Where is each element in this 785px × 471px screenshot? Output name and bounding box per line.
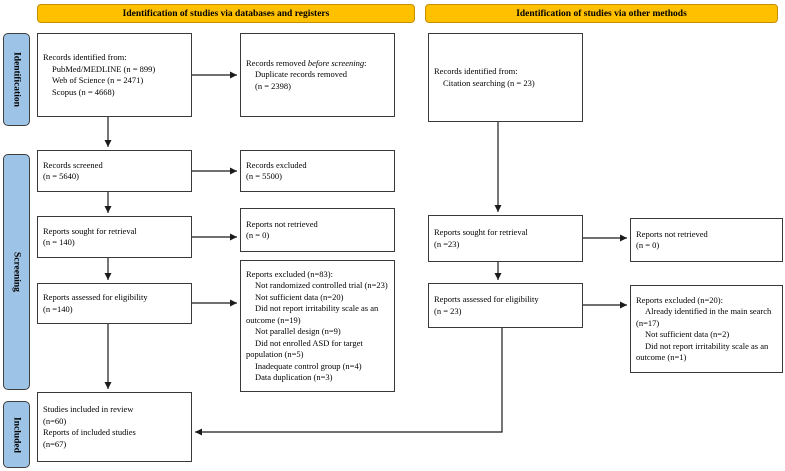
box-studies-included: Studies included in review(n=60)Reports … <box>37 392 192 462</box>
box-records-excluded: Records excluded(n = 5500) <box>240 150 395 192</box>
box-reports-assessed-databases: Reports assessed for eligibility(n =140) <box>37 283 192 324</box>
box-reports-sought-databases: Reports sought for retrieval(n = 140) <box>37 216 192 258</box>
box-reports-not-retrieved-other: Reports not retrieved(n = 0) <box>630 218 783 262</box>
box-reports-sought-other: Reports sought for retrieval(n =23) <box>428 215 583 262</box>
box-records-identified-other: Records identified from:Citation searchi… <box>428 33 583 122</box>
header-databases-registers: Identification of studies via databases … <box>37 4 415 23</box>
box-reports-excluded-databases: Reports excluded (n=83):Not randomized c… <box>240 260 395 392</box>
box-reports-excluded-other: Reports excluded (n=20):Already identifi… <box>630 285 783 373</box>
box-reports-not-retrieved-databases: Reports not retrieved(n = 0) <box>240 208 395 252</box>
box-records-identified-databases: Records identified from:PubMed/MEDLINE (… <box>37 33 192 117</box>
box-reports-assessed-other: Reports assessed for eligibility(n = 23) <box>428 283 583 328</box>
box-records-removed-before-screening: Records removed before screening:Duplica… <box>240 33 395 117</box>
header-other-methods: Identification of studies via other meth… <box>425 4 778 23</box>
phase-label-screening: Screening <box>3 154 30 390</box>
box-records-screened: Records screened(n = 5640) <box>37 150 192 192</box>
phase-label-included: Included <box>3 401 30 468</box>
phase-label-identification: Identification <box>3 33 30 126</box>
